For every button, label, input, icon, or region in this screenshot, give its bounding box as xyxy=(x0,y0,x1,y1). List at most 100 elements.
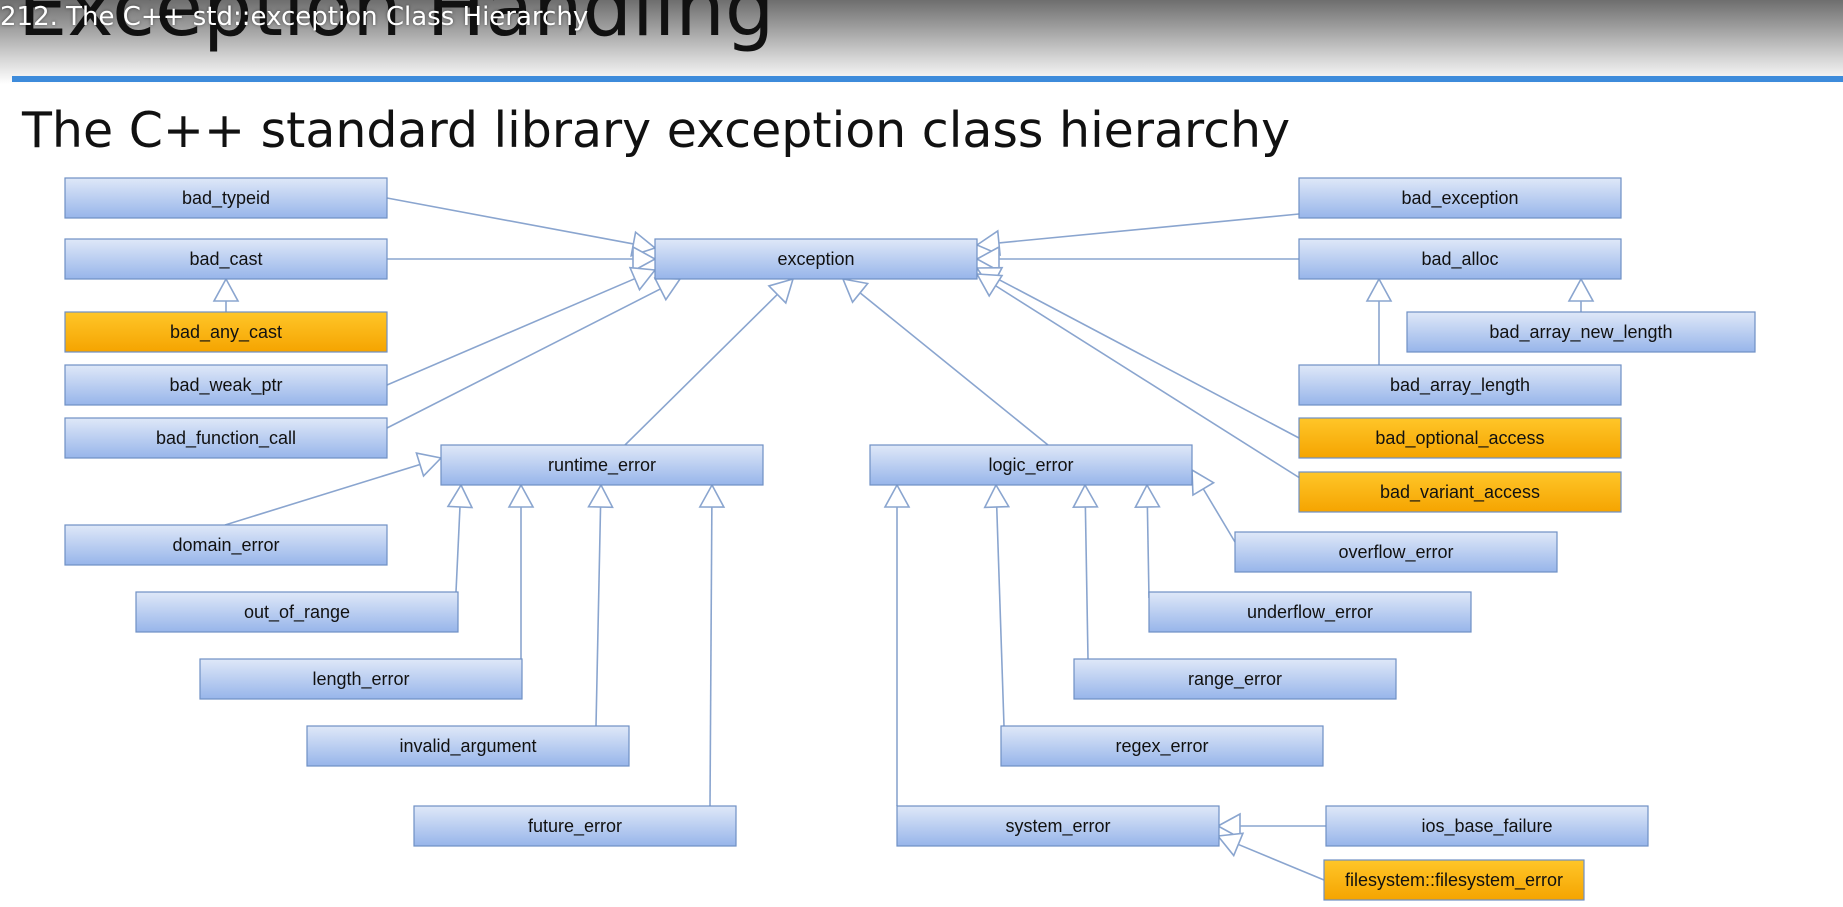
inheritance-edge-bad_array_length xyxy=(1365,277,1393,365)
inheritance-edge-runtime_error xyxy=(624,277,795,446)
class-box-rect xyxy=(654,238,978,280)
inheritance-edge-system_error xyxy=(883,483,911,806)
inheritance-arrowhead xyxy=(767,277,795,305)
inheritance-arrowhead xyxy=(698,483,726,508)
class-box-bad_alloc: bad_alloc xyxy=(1298,238,1622,280)
inheritance-edge-bad_typeid xyxy=(386,197,657,257)
class-box-bad_any_cast: bad_any_cast xyxy=(64,311,388,353)
class-box-rect xyxy=(306,725,630,767)
edge-line xyxy=(386,277,636,386)
inheritance-arrowhead xyxy=(1134,483,1161,509)
class-label: bad_exception xyxy=(1401,188,1518,209)
edge-line xyxy=(995,506,1005,727)
class-box-rect xyxy=(64,364,388,406)
class-box-out_of_range: out_of_range xyxy=(135,591,459,633)
class-label: bad_optional_access xyxy=(1375,428,1544,449)
inheritance-edge-bad_function_call xyxy=(386,277,682,429)
edge-line xyxy=(386,197,634,245)
edge-line xyxy=(996,277,1300,439)
class-label: bad_alloc xyxy=(1421,249,1498,270)
class-label: out_of_range xyxy=(244,602,350,623)
class-label: length_error xyxy=(312,669,409,690)
class-box-rect xyxy=(64,311,388,353)
inheritance-edge-bad_optional_access xyxy=(975,266,1300,439)
class-box-runtime_error: runtime_error xyxy=(440,444,764,486)
class-label: invalid_argument xyxy=(399,736,536,757)
inheritance-edge-length_error xyxy=(507,483,535,659)
class-label: logic_error xyxy=(988,455,1073,476)
class-box-invalid_argument: invalid_argument xyxy=(306,725,630,767)
inheritance-arrowhead xyxy=(983,483,1011,509)
edge-line xyxy=(1084,506,1089,660)
class-label: regex_error xyxy=(1115,736,1208,757)
inheritance-arrowhead xyxy=(632,245,657,273)
class-box-rect xyxy=(896,805,1220,847)
class-box-bad_variant_access: bad_variant_access xyxy=(1298,471,1622,513)
class-box-rect xyxy=(413,805,737,847)
class-box-overflow_error: overflow_error xyxy=(1234,531,1558,573)
class-box-rect xyxy=(1325,805,1649,847)
class-box-rect xyxy=(1000,725,1324,767)
edge-line xyxy=(1146,506,1150,599)
inheritance-arrowhead xyxy=(1072,483,1099,509)
inheritance-edge-domain_error xyxy=(224,452,443,526)
slide-subtitle: The C++ standard library exception class… xyxy=(22,102,1291,159)
inheritance-edge-future_error xyxy=(698,483,726,807)
inheritance-arrowhead xyxy=(841,277,870,304)
class-label: bad_array_length xyxy=(1390,375,1530,396)
class-box-rect xyxy=(1298,177,1622,219)
inheritance-edge-bad_alloc xyxy=(975,245,1299,273)
title-rule xyxy=(12,76,1843,82)
inheritance-edge-bad_array_new_length xyxy=(1567,277,1595,312)
inheritance-edge-bad_variant_access xyxy=(975,273,1323,493)
inheritance-arrowhead xyxy=(446,483,474,509)
class-label: range_error xyxy=(1188,669,1282,690)
class-box-regex_error: regex_error xyxy=(1000,725,1324,767)
inheritance-edge-bad_weak_ptr xyxy=(386,266,657,386)
class-label: system_error xyxy=(1005,816,1110,837)
class-box-rect xyxy=(1406,311,1756,353)
class-box-ios_base_failure: ios_base_failure xyxy=(1325,805,1649,847)
class-label: underflow_error xyxy=(1247,602,1373,623)
edge-line xyxy=(998,213,1300,244)
class-box-rect xyxy=(1298,364,1622,406)
inheritance-arrowhead xyxy=(975,273,1004,298)
class-label: runtime_error xyxy=(548,455,656,476)
class-box-filesystem_error: filesystem::filesystem_error xyxy=(1323,859,1585,901)
edge-line xyxy=(1238,843,1325,881)
class-box-domain_error: domain_error xyxy=(64,524,388,566)
inheritance-edge-ios_base_failure xyxy=(1216,812,1326,840)
inheritance-arrowhead xyxy=(507,483,535,508)
class-label: bad_array_new_length xyxy=(1489,322,1672,343)
class-boxes: exceptionbad_typeidbad_castbad_any_castb… xyxy=(64,177,1756,901)
inheritance-arrowhead xyxy=(212,277,240,302)
edge-line xyxy=(224,463,421,526)
class-box-bad_function_call: bad_function_call xyxy=(64,417,388,459)
edge-line xyxy=(386,288,661,429)
inheritance-edge-invalid_argument xyxy=(587,483,614,727)
class-box-rect xyxy=(1323,859,1585,901)
inheritance-edges xyxy=(212,197,1595,881)
video-title: 212. The C++ std::exception Class Hierar… xyxy=(0,2,589,32)
inheritance-edge-regex_error xyxy=(983,483,1011,727)
edge-line xyxy=(624,293,778,446)
inheritance-arrowhead xyxy=(1191,468,1216,497)
inheritance-arrowhead xyxy=(975,245,1000,273)
class-box-system_error: system_error xyxy=(896,805,1220,847)
inheritance-arrowhead xyxy=(1216,832,1245,858)
inheritance-arrowhead xyxy=(1567,277,1595,302)
class-box-underflow_error: underflow_error xyxy=(1148,591,1472,633)
class-label: overflow_error xyxy=(1338,542,1453,563)
title-bar: Exception Handling 212. The C++ std::exc… xyxy=(0,0,1843,84)
class-box-rect xyxy=(1073,658,1397,700)
edge-line xyxy=(595,506,602,727)
class-box-bad_array_new_length: bad_array_new_length xyxy=(1406,311,1756,353)
inheritance-arrowhead xyxy=(628,266,657,292)
class-label: exception xyxy=(777,249,854,269)
edge-line xyxy=(709,506,713,807)
inheritance-arrowhead xyxy=(587,483,614,509)
class-label: ios_base_failure xyxy=(1421,816,1552,837)
class-label: bad_weak_ptr xyxy=(169,375,282,396)
class-box-exception: exception xyxy=(654,238,978,280)
inheritance-arrowhead xyxy=(1365,277,1393,302)
